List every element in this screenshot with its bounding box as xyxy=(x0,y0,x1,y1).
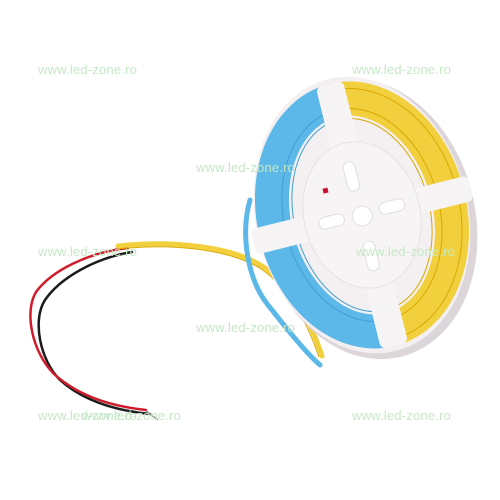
wire-tip xyxy=(145,410,159,421)
wire-black xyxy=(37,250,152,416)
hub-slot-left xyxy=(318,213,345,230)
wire-red xyxy=(29,246,148,412)
hub-slot-right xyxy=(378,198,406,215)
hub-slot-top xyxy=(342,161,361,192)
red-marker xyxy=(322,187,329,194)
hub-center-hole xyxy=(351,205,373,227)
hub-slot-bottom xyxy=(362,240,380,272)
loose-strip-blue xyxy=(243,197,323,368)
hub-slots xyxy=(318,161,406,272)
power-wires xyxy=(29,246,159,421)
reel xyxy=(251,76,478,360)
